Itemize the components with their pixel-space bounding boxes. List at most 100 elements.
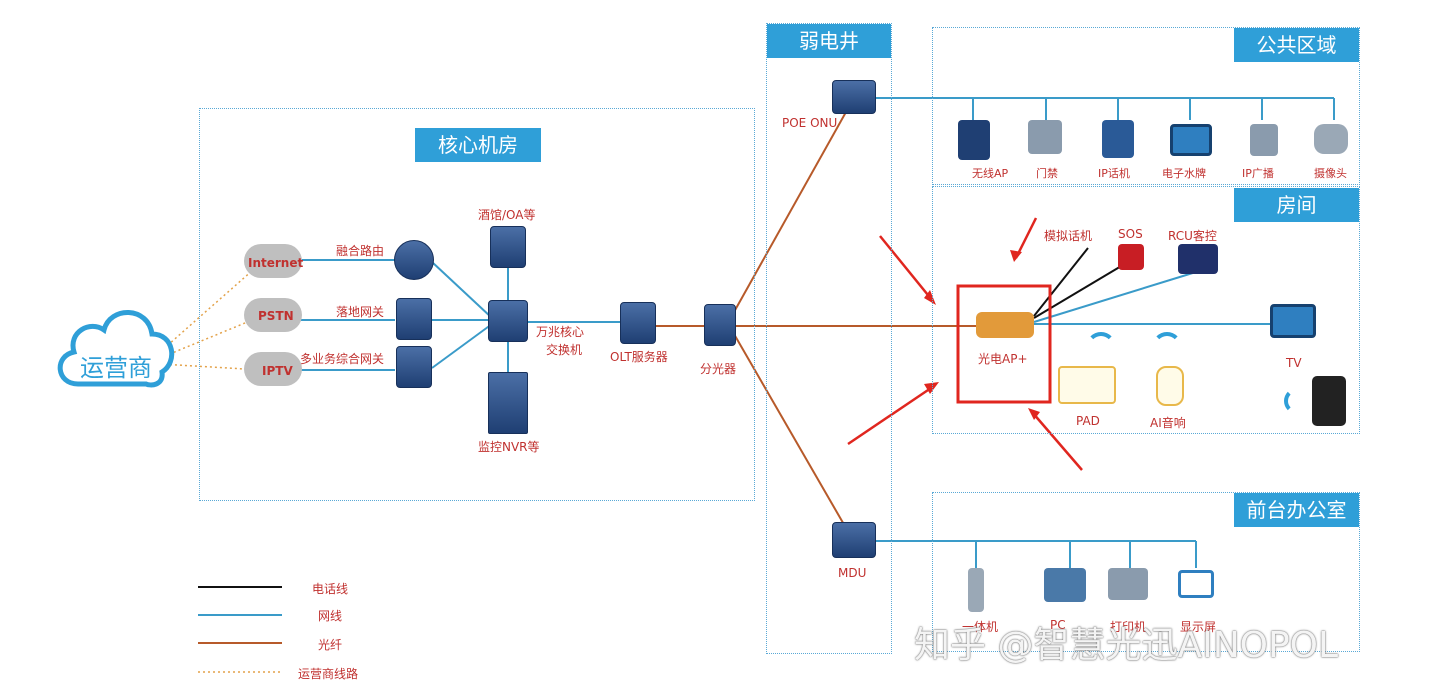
wifi-signal-icon	[1086, 332, 1116, 362]
red-arrowhead	[1010, 250, 1022, 262]
electronic-sign-label: 电子水牌	[1162, 167, 1206, 180]
ip-broadcast-icon	[1250, 124, 1278, 156]
pc-icon	[1044, 568, 1086, 602]
ip-broadcast-label: IP广播	[1242, 167, 1274, 180]
hotel-oa-label: 酒馆/OA等	[478, 208, 536, 222]
rcu-panel-icon	[1178, 244, 1218, 274]
front-office-zone	[932, 492, 1360, 652]
poe-onu-label: POE ONU	[782, 116, 838, 130]
legend-operator-label: 运营商线路	[298, 667, 359, 681]
nvr-label: 监控NVR等	[478, 440, 540, 454]
wireless-ap-icon	[958, 120, 990, 160]
ai-speaker-label: AI音响	[1150, 416, 1186, 430]
room-zone	[932, 186, 1360, 434]
highlight-annotations	[847, 217, 1083, 471]
multi-gateway-icon	[396, 346, 432, 388]
fiber-lines	[656, 111, 976, 529]
red-arrow	[1031, 411, 1083, 471]
olt-label: OLT服务器	[610, 350, 668, 364]
display-screen-label: 显示屏	[1180, 620, 1217, 634]
router-label: 融合路由	[336, 244, 385, 258]
mdu-icon	[832, 522, 876, 558]
sos-label: SOS	[1118, 227, 1143, 241]
gateway-icon	[396, 298, 432, 340]
ip-phone-icon	[1102, 120, 1134, 158]
olt-server-icon	[620, 302, 656, 344]
phone-line	[1033, 247, 1089, 317]
ai-speaker-icon	[1156, 366, 1184, 406]
core-switch-label-line1: 万兆核心	[536, 325, 585, 339]
wifi-signal-icon	[1152, 332, 1182, 362]
splitter-label: 分光器	[700, 362, 737, 376]
rcu-label: RCU客控	[1168, 229, 1217, 243]
camera-label: 摄像头	[1314, 167, 1347, 180]
sos-button-icon	[1118, 244, 1144, 270]
room-title: 房间	[1234, 188, 1359, 222]
tv-icon	[1270, 304, 1316, 338]
ap-plus-highlight-box	[956, 284, 1052, 404]
ap-plus-device-icon	[976, 312, 1034, 338]
access-control-label: 门禁	[1036, 167, 1058, 180]
printer-label: 打印机	[1110, 620, 1147, 634]
pad-icon	[1058, 366, 1116, 404]
nvr-server-icon	[488, 372, 528, 434]
legend-network-label: 网线	[318, 609, 343, 623]
core-room-title: 核心机房	[415, 128, 541, 162]
public-area-title: 公共区域	[1234, 28, 1359, 62]
analog-phone-label: 模拟话机	[1044, 229, 1093, 243]
access-control-icon	[1028, 120, 1062, 154]
gateway-label: 落地网关	[336, 305, 385, 319]
poe-onu-icon	[832, 80, 876, 114]
pstn-label: PSTN	[258, 309, 294, 323]
network-line	[1033, 271, 1197, 323]
cloud-icon	[244, 352, 302, 386]
operator-label: 运营商	[80, 354, 152, 382]
legend-fiber-label: 光纤	[318, 638, 343, 652]
splitter-icon	[704, 304, 736, 346]
electronic-sign-icon	[1170, 124, 1212, 156]
front-office-title: 前台办公室	[1234, 493, 1359, 527]
display-screen-icon	[1178, 570, 1214, 598]
weak-shaft-title: 弱电井	[767, 24, 891, 58]
smartphone-icon	[1312, 376, 1346, 426]
core-switch-label-line2: 交换机	[546, 343, 583, 357]
iptv-label: IPTV	[262, 364, 293, 378]
internet-label: Internet	[248, 256, 304, 270]
network-lines	[300, 97, 1335, 568]
fiber-line	[733, 333, 847, 529]
ip-phone-label: IP话机	[1098, 167, 1130, 180]
core-room-zone	[199, 108, 755, 501]
red-arrowhead	[924, 382, 939, 394]
watermark: 知乎 @智慧光迅AINOPOL	[914, 625, 1339, 666]
ap-plus-label: 光电AP+	[978, 352, 1028, 366]
cloud-icon	[244, 244, 302, 278]
kiosk-icon	[968, 568, 984, 612]
red-arrow	[879, 235, 933, 301]
hotel-oa-server-icon	[490, 226, 526, 268]
public-area-zone	[932, 27, 1360, 185]
legend-samples	[198, 586, 282, 673]
fiber-line	[733, 111, 847, 313]
core-switch-icon	[488, 300, 528, 342]
pad-label: PAD	[1076, 414, 1100, 428]
red-arrow	[1014, 217, 1038, 259]
pc-label: PC	[1050, 618, 1066, 632]
cloud-icon	[244, 298, 302, 332]
printer-icon	[1108, 568, 1148, 600]
wifi-signal-icon	[1284, 388, 1310, 414]
weak-shaft-zone	[766, 23, 892, 654]
kiosk-label: 一体机	[962, 620, 999, 634]
operator-cloud-icon	[57, 310, 175, 388]
mdu-label: MDU	[838, 566, 867, 580]
network-line	[431, 261, 493, 319]
multi-gateway-label: 多业务综合网关	[300, 352, 385, 366]
wireless-ap-label: 无线AP	[972, 167, 1009, 180]
legend-phone-label: 电话线	[312, 582, 349, 596]
camera-icon	[1314, 124, 1348, 154]
red-arrowhead	[1028, 408, 1040, 420]
red-arrowhead	[924, 290, 936, 305]
network-line	[431, 323, 493, 369]
router-icon	[394, 240, 434, 280]
